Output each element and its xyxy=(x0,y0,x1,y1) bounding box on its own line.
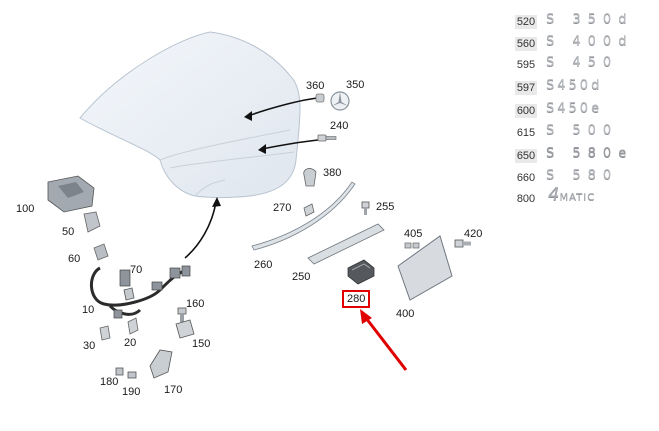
badge-code-595: 595 xyxy=(516,59,536,71)
harness-clip xyxy=(127,317,139,335)
switch-part xyxy=(347,259,375,285)
part-label-180: 180 xyxy=(100,376,119,388)
badge-s350d: S 350d xyxy=(546,12,634,27)
screw-180 xyxy=(115,367,124,376)
latch-clip xyxy=(175,319,195,339)
badge-s450: S 450 xyxy=(546,55,619,70)
part-label-150: 150 xyxy=(192,338,211,350)
badge-4matic-four: 4 xyxy=(548,184,560,205)
lock-actuator xyxy=(47,175,95,213)
badge-code-560: 560 xyxy=(515,37,537,51)
part-label-255: 255 xyxy=(376,201,395,213)
license-plate-holder xyxy=(397,235,453,301)
part-label-350: 350 xyxy=(346,79,365,91)
part-label-190: 190 xyxy=(122,386,141,398)
badge-code-800: 800 xyxy=(516,193,536,205)
part-label-400: 400 xyxy=(396,308,415,320)
clip-190 xyxy=(127,371,137,379)
part-label-420: 420 xyxy=(464,228,483,240)
badge-code-600: 600 xyxy=(515,104,537,118)
badge-code-520: 520 xyxy=(515,15,537,29)
highlight-arrow xyxy=(360,309,408,371)
badge-code-650: 650 xyxy=(515,149,537,163)
connector-part xyxy=(123,287,135,301)
part-label-270: 270 xyxy=(273,202,292,214)
badge-code-615: 615 xyxy=(516,127,536,139)
handle-bar xyxy=(307,223,385,265)
badge-4matic: 4MATIC xyxy=(548,184,595,205)
bracket-part xyxy=(83,211,101,233)
part-label-70: 70 xyxy=(130,264,143,276)
small-clip-part xyxy=(303,203,315,217)
badge-s500: S 500 xyxy=(546,123,619,138)
badge-s580: S 580 xyxy=(546,168,619,183)
badge-s450d-compact: S450d xyxy=(546,78,603,93)
part-label-100: 100 xyxy=(16,203,35,215)
bolt-part xyxy=(317,134,337,142)
star-emblem-icon xyxy=(330,91,350,111)
part-label-405: 405 xyxy=(404,228,423,240)
badge-code-660: 660 xyxy=(516,172,536,184)
clip-part xyxy=(303,168,317,187)
latch-bolt xyxy=(177,307,187,322)
trim-strip xyxy=(251,181,356,251)
part-label-380: 380 xyxy=(323,167,342,179)
badge-s400d: S 400d xyxy=(546,34,634,49)
retainer-clip xyxy=(99,325,111,341)
part-label-260: 260 xyxy=(254,259,273,271)
screw-part xyxy=(361,201,370,215)
latch-part xyxy=(149,349,173,379)
assembly-arrows xyxy=(184,97,319,259)
part-label-280-highlighted[interactable]: 280 xyxy=(342,290,371,308)
part-label-60: 60 xyxy=(68,253,81,265)
emblem-carrier xyxy=(315,93,325,103)
harness-connectors xyxy=(113,265,191,319)
part-label-170: 170 xyxy=(164,384,183,396)
part-label-160: 160 xyxy=(186,298,205,310)
part-label-360: 360 xyxy=(306,80,325,92)
mount-part xyxy=(93,243,109,261)
badge-code-597: 597 xyxy=(515,81,537,95)
part-label-50: 50 xyxy=(62,226,75,238)
part-label-240: 240 xyxy=(330,120,349,132)
part-label-30: 30 xyxy=(83,340,96,352)
nut-parts xyxy=(404,242,420,249)
part-label-250: 250 xyxy=(292,271,311,283)
license-screw-part xyxy=(454,239,471,248)
part-label-20: 20 xyxy=(124,337,137,349)
trunk-lid xyxy=(79,31,301,198)
badge-s580e: S 580e xyxy=(546,146,634,161)
badge-4matic-text: MATIC xyxy=(559,192,596,203)
part-label-10: 10 xyxy=(82,304,95,316)
badge-s450e: S450e xyxy=(546,101,603,116)
